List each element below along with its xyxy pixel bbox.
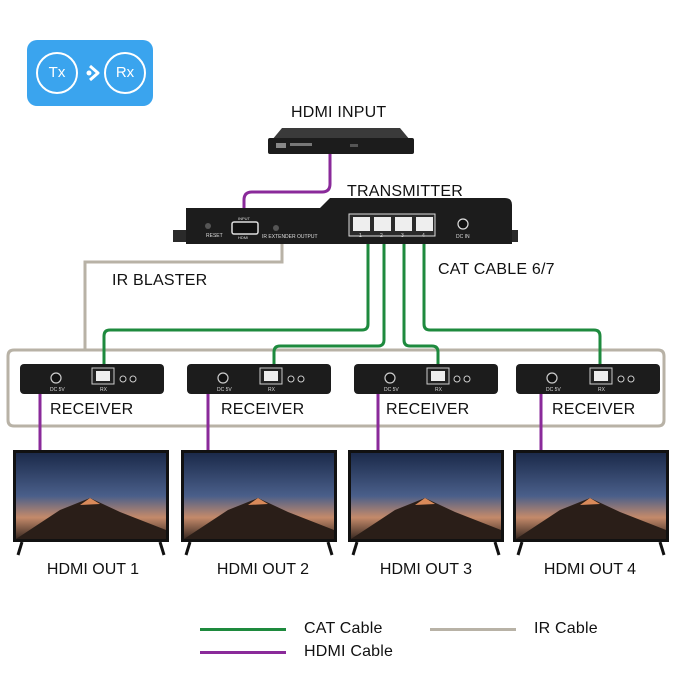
cat-cable-3 bbox=[402, 240, 440, 368]
port-label-1: 1 bbox=[359, 233, 362, 239]
cat-cable-4 bbox=[422, 240, 602, 368]
receiver-device-4 bbox=[516, 364, 660, 394]
reset-label: RESET bbox=[206, 233, 223, 239]
legend-ir-swatch bbox=[430, 628, 516, 631]
receiver-dc-label-4: DC 5V bbox=[546, 387, 561, 393]
cat-cable-1 bbox=[102, 240, 370, 368]
legend-cat-label: CAT Cable bbox=[304, 620, 383, 637]
ir-cable bbox=[6, 238, 666, 428]
receiver-dc-label-2: DC 5V bbox=[217, 387, 232, 393]
transmitter-label: TRANSMITTER bbox=[347, 183, 463, 200]
tv-icon bbox=[348, 450, 504, 556]
tv-icon bbox=[13, 450, 169, 556]
hdmi-port-icon bbox=[231, 221, 259, 235]
receiver-dc-label-3: DC 5V bbox=[384, 387, 399, 393]
receiver-dc-label-1: DC 5V bbox=[50, 387, 65, 393]
tv-icon bbox=[513, 450, 669, 556]
receiver-rx-label-3: RX bbox=[435, 387, 442, 393]
receiver-rx-label-4: RX bbox=[598, 387, 605, 393]
port-label-2: 2 bbox=[380, 233, 383, 239]
port-label-4: 4 bbox=[422, 233, 425, 239]
legend-hdmi-swatch bbox=[200, 651, 286, 654]
rx-label: Rx bbox=[104, 52, 146, 94]
receiver-rx-label-2: RX bbox=[268, 387, 275, 393]
tx-label: Tx bbox=[36, 52, 78, 94]
legend-ir-label: IR Cable bbox=[534, 620, 598, 637]
tx-rx-badge: Tx Rx bbox=[27, 40, 153, 106]
receiver-rx-label-1: RX bbox=[100, 387, 107, 393]
receiver-label-4: RECEIVER bbox=[552, 401, 636, 418]
hdmi-out-label-3: HDMI OUT 3 bbox=[379, 561, 473, 578]
receiver-label-2: RECEIVER bbox=[221, 401, 305, 418]
legend-hdmi-label: HDMI Cable bbox=[304, 643, 394, 660]
ir-output-label: IR EXTENDER OUTPUT bbox=[262, 234, 318, 240]
legend-cat-swatch bbox=[200, 628, 286, 631]
hdmi-label: HDMI bbox=[238, 235, 249, 240]
cat-cable-label: CAT CABLE 6/7 bbox=[438, 261, 555, 278]
hdmi-out-label-2: HDMI OUT 2 bbox=[216, 561, 310, 578]
receiver-label-3: RECEIVER bbox=[386, 401, 470, 418]
hdmi-source-player bbox=[268, 128, 414, 154]
dc-in-label: DC IN bbox=[456, 234, 470, 240]
hdmi-input-cable bbox=[242, 150, 332, 225]
hdmi-input-label: HDMI INPUT bbox=[291, 104, 387, 121]
receiver-device-3 bbox=[354, 364, 498, 394]
ir-blaster-label: IR BLASTER bbox=[112, 272, 208, 289]
receiver-device-1 bbox=[20, 364, 164, 394]
hdmi-out-label-4: HDMI OUT 4 bbox=[543, 561, 637, 578]
receiver-device-2 bbox=[187, 364, 331, 394]
tv-icon bbox=[181, 450, 337, 556]
tx-rx-arrow-icon bbox=[86, 64, 100, 82]
cat-cable-2 bbox=[272, 240, 386, 368]
input-label: INPUT bbox=[238, 216, 250, 221]
receiver-label-1: RECEIVER bbox=[50, 401, 134, 418]
port-label-3: 3 bbox=[401, 233, 404, 239]
transmitter-device bbox=[173, 198, 518, 244]
rj45-port-icon bbox=[353, 217, 370, 231]
hdmi-out-label-1: HDMI OUT 1 bbox=[46, 561, 140, 578]
